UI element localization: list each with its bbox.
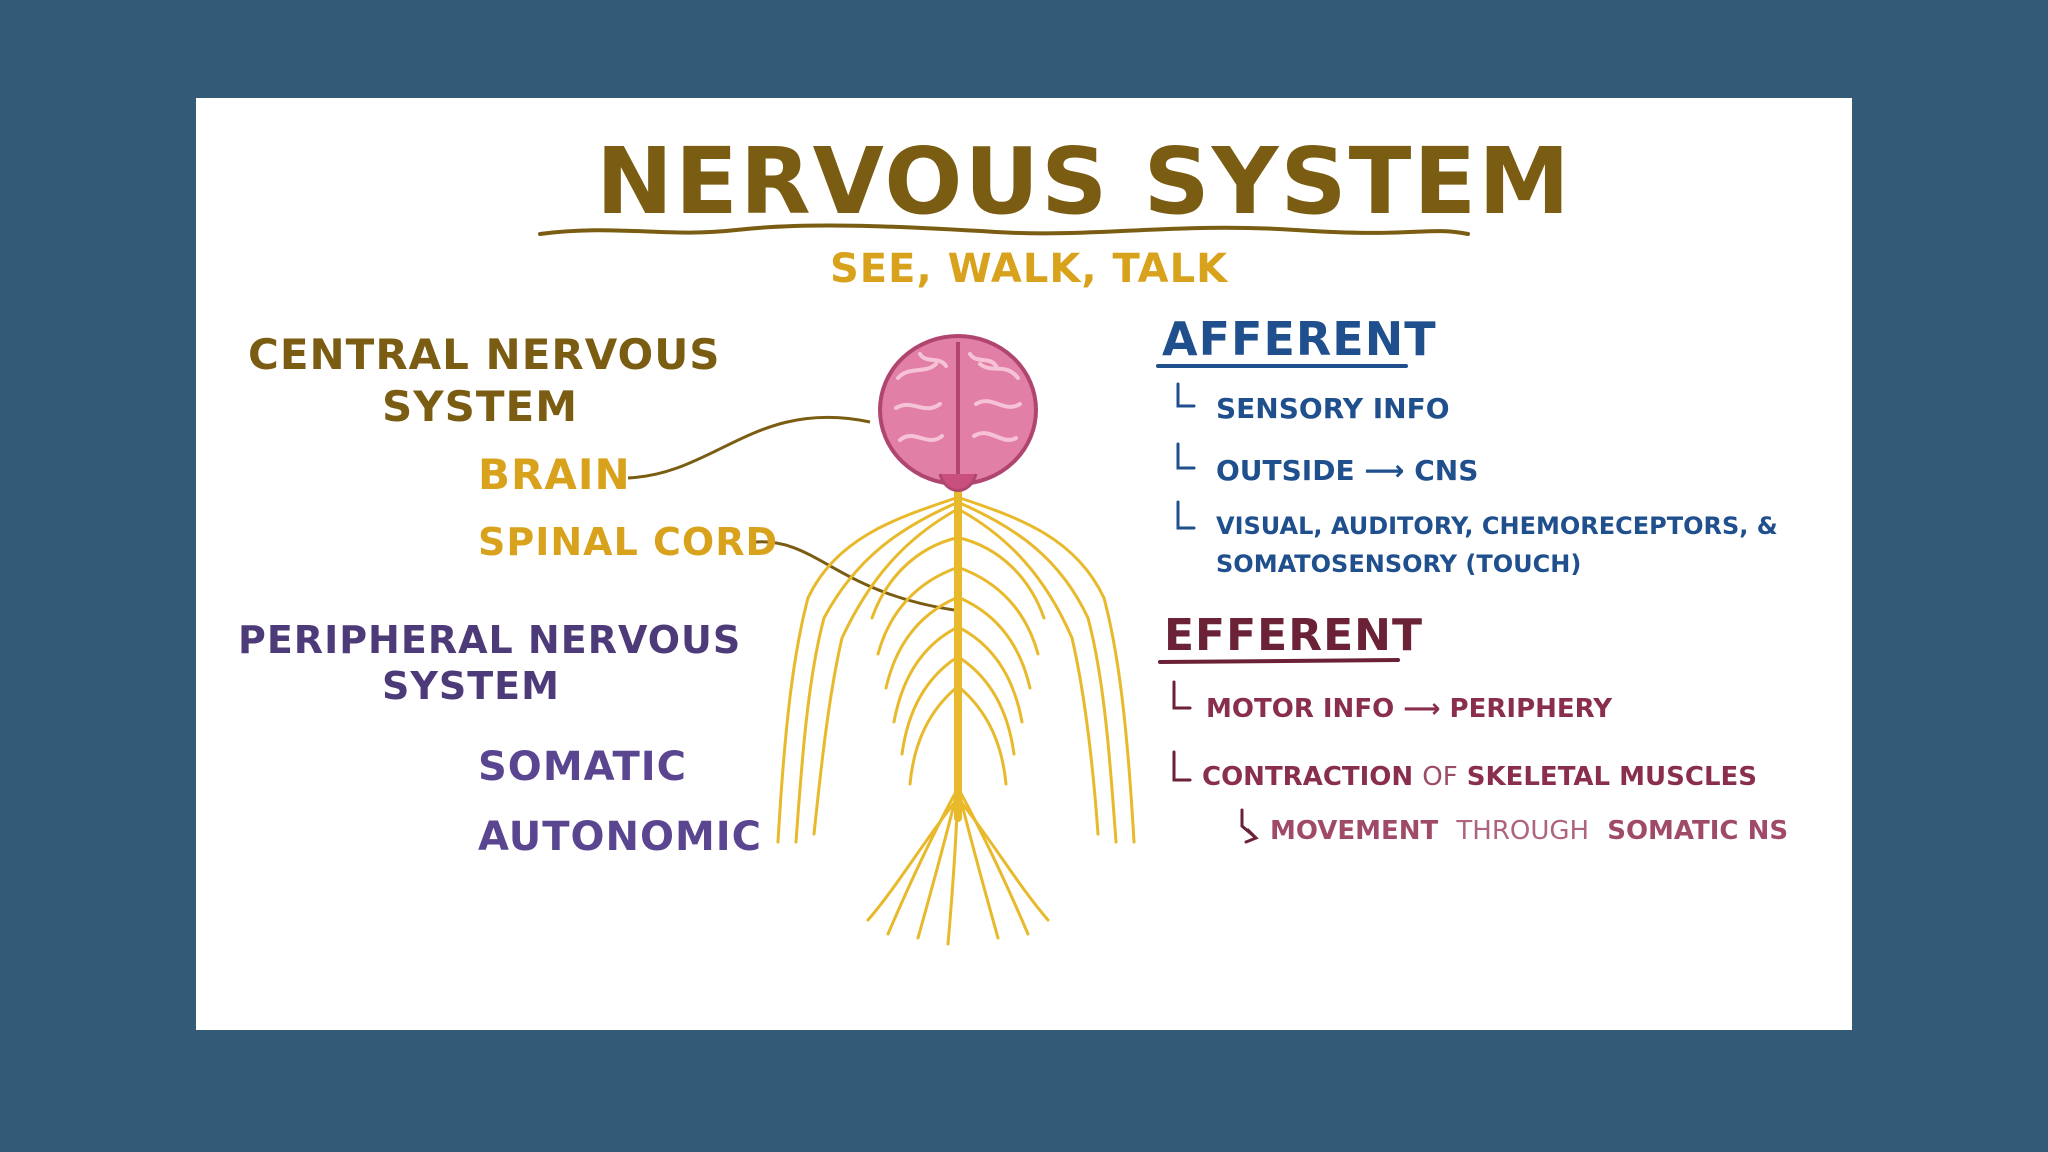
skeletal-muscles-words: SKELETAL MUSCLES [1467,762,1757,792]
afferent-item-outside: OUTSIDE ⟶ CNS [1216,454,1478,487]
cns-heading-line1: CENTRAL NERVOUS [248,330,721,379]
through-word: THROUGH [1456,816,1589,846]
diagram-card: NERVOUS SYSTEM SEE, WALK, TALK CENTRAL N… [196,98,1852,1030]
brain-label: BRAIN [478,450,631,499]
afferent-item-receptors-line1: VISUAL, AUDITORY, CHEMORECEPTORS, & [1216,512,1778,540]
brain-illustration [880,336,1036,491]
somatic-label: SOMATIC [478,744,687,790]
efferent-item-contraction: CONTRACTION OF SKELETAL MUSCLES [1202,762,1757,792]
tagline: SEE, WALK, TALK [830,246,1228,292]
afferent-item-receptors-line2: SOMATOSENSORY (TOUCH) [1216,550,1581,578]
autonomic-label: AUTONOMIC [478,814,762,860]
spinal-cord-label: SPINAL CORD [478,520,778,564]
brain-connector [628,417,870,478]
efferent-item-movement: MOVEMENT THROUGH SOMATIC NS [1270,816,1788,846]
pns-heading-line2: SYSTEM [382,664,560,708]
contraction-word: CONTRACTION [1202,762,1413,792]
nervous-system-illustration [196,98,1852,1030]
afferent-heading: AFFERENT [1162,312,1437,366]
somatic-ns-words: SOMATIC NS [1607,816,1788,846]
efferent-heading: EFFERENT [1164,610,1423,661]
nerve-network [778,488,1134,944]
movement-word: MOVEMENT [1270,816,1438,846]
afferent-item-sensory: SENSORY INFO [1216,392,1450,425]
pns-heading-line1: PERIPHERAL NERVOUS [238,618,741,662]
afferent-bullets [1178,384,1194,528]
of-word: OF [1422,762,1457,792]
cns-heading-line2: SYSTEM [382,382,578,431]
efferent-item-motor: MOTOR INFO ⟶ PERIPHERY [1206,694,1612,724]
diagram-title: NERVOUS SYSTEM [196,128,1852,235]
